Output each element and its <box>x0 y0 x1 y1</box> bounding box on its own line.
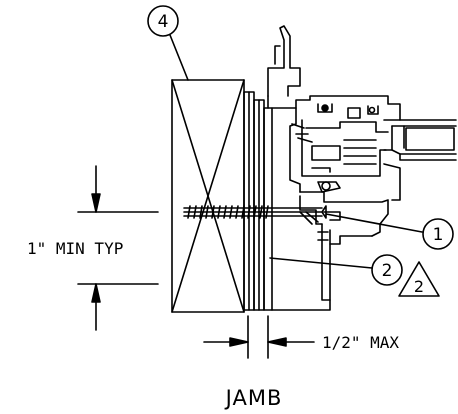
dimension-max: 1/2" MAX <box>203 315 399 359</box>
revision-triangle <box>398 261 440 297</box>
callout-2-label: 2 <box>382 261 393 281</box>
anchor-screw <box>183 205 327 219</box>
revision-number: 2 <box>414 277 424 296</box>
dimension-max-label: 1/2" MAX <box>322 333 399 352</box>
drawing-title: JAMB <box>224 386 283 410</box>
jamb-shims <box>243 91 273 311</box>
wood-blocking <box>171 79 245 313</box>
callout-4: 4 <box>147 5 189 81</box>
callout-1: 1 <box>325 213 454 250</box>
window-frame-extrusion <box>267 25 457 311</box>
callout-4-label: 4 <box>158 12 169 32</box>
dimension-min-label: 1" MIN TYP <box>27 239 123 258</box>
dimension-min: 1" MIN TYP <box>27 165 159 331</box>
callout-1-label: 1 <box>433 225 444 245</box>
callout-2: 2 2 <box>269 254 440 297</box>
